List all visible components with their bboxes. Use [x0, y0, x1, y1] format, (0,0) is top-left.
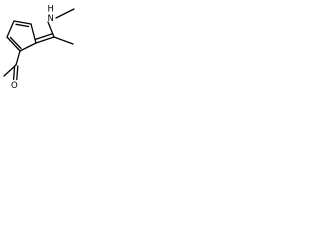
ring-bond-c2-c3-double [15, 23, 30, 28]
cyclopentadiene-ring [6, 20, 37, 52]
ring-acetyl-bond [15, 50, 21, 66]
exocyclic-double-bond-inner [34, 33, 54, 41]
nitrogen-methyl-bond [55, 8, 75, 19]
exocyclic-alkene [34, 8, 75, 45]
carbon-nitrogen-bond [47, 21, 55, 38]
ring-bond-c4-c5-double [9, 36, 22, 50]
nitrogen-label: N [48, 14, 54, 24]
ethylidene-methyl-bond [53, 36, 74, 45]
ring-bond-c4-c5 [6, 36, 21, 52]
ring-bond-c5-c1 [19, 42, 37, 52]
carbonyl-double-bond-right [16, 65, 19, 81]
ring-bond-c1-c2 [30, 23, 37, 44]
oxygen-label: O [11, 81, 18, 91]
acetyl-group [3, 50, 21, 81]
skeletal-structure-diagram: N H O [3, 5, 75, 91]
ring-bond-c3-c4 [6, 20, 15, 38]
ring-bond-c2-c3 [13, 20, 32, 25]
carbonyl-double-bond-left [12, 65, 16, 81]
hydrogen-label: H [48, 5, 54, 15]
exocyclic-double-bond-outer [35, 36, 55, 44]
